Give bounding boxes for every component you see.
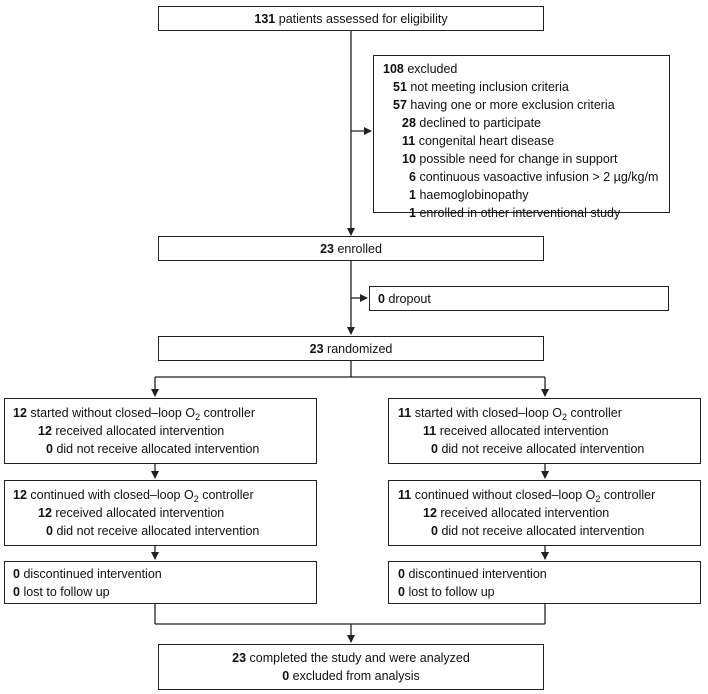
- dropout-line: 0 dropout: [378, 292, 431, 306]
- right-period1-not-received: 0 did not receive allocated intervention: [431, 442, 645, 456]
- assessed-line: 131 patients assessed for eligibility: [254, 12, 448, 26]
- analyzed-excluded: 0 excluded from analysis: [282, 669, 420, 683]
- assessed-box: 131 patients assessed for eligibility: [158, 6, 544, 31]
- right-period1-received: 11 received allocated intervention: [423, 424, 609, 438]
- excluded-item: 28 declined to participate: [402, 116, 541, 130]
- right-period1-header: 11 started with closed–loop O2 controlle…: [398, 406, 622, 422]
- right-period1-box: 11 started with closed–loop O2 controlle…: [388, 398, 701, 464]
- excluded-item: 11 congenital heart disease: [402, 134, 555, 148]
- left-period1-header: 12 started without closed–loop O2 contro…: [13, 406, 255, 422]
- left-period2-box: 12 continued with closed–loop O2 control…: [4, 480, 317, 546]
- left-period1-box: 12 started without closed–loop O2 contro…: [4, 398, 317, 464]
- right-discontinued: 0 discontinued intervention: [398, 567, 547, 581]
- left-period2-received: 12 received allocated intervention: [38, 506, 225, 520]
- enrolled-line: 23 enrolled: [320, 242, 382, 256]
- analyzed-box: 23 completed the study and were analyzed…: [158, 644, 544, 690]
- left-period1-received: 12 received allocated intervention: [38, 424, 225, 438]
- enrolled-box: 23 enrolled: [158, 236, 544, 261]
- excluded-item: 1 enrolled in other interventional study: [409, 206, 621, 220]
- excluded-item: 51 not meeting inclusion criteria: [393, 80, 569, 94]
- randomized-line: 23 randomized: [309, 342, 393, 356]
- right-lost: 0 lost to follow up: [398, 585, 495, 599]
- left-period1-not-received: 0 did not receive allocated intervention: [46, 442, 260, 456]
- right-period2-header: 11 continued without closed–loop O2 cont…: [398, 488, 656, 504]
- randomized-box: 23 randomized: [158, 336, 544, 361]
- excluded-item: 1 haemoglobinopathy: [409, 188, 529, 202]
- left-period2-header: 12 continued with closed–loop O2 control…: [13, 488, 254, 504]
- right-period2-box: 11 continued without closed–loop O2 cont…: [388, 480, 701, 546]
- dropout-box: 0 dropout: [369, 286, 669, 311]
- right-followup-box: 0 discontinued intervention 0 lost to fo…: [388, 561, 701, 604]
- left-followup-box: 0 discontinued intervention 0 lost to fo…: [4, 561, 317, 604]
- left-discontinued: 0 discontinued intervention: [13, 567, 162, 581]
- right-period2-received: 12 received allocated intervention: [423, 506, 610, 520]
- left-lost: 0 lost to follow up: [13, 585, 110, 599]
- excluded-item: 6 continuous vasoactive infusion > 2 µg/…: [409, 170, 659, 184]
- excluded-item: 10 possible need for change in support: [402, 152, 618, 166]
- excluded-box: 108 excluded 51 not meeting inclusion cr…: [373, 55, 670, 220]
- analyzed-completed: 23 completed the study and were analyzed: [232, 651, 470, 665]
- excluded-header: 108 excluded: [383, 62, 458, 76]
- right-period2-not-received: 0 did not receive allocated intervention: [431, 524, 645, 538]
- left-period2-not-received: 0 did not receive allocated intervention: [46, 524, 260, 538]
- excluded-item: 57 having one or more exclusion criteria: [393, 98, 615, 112]
